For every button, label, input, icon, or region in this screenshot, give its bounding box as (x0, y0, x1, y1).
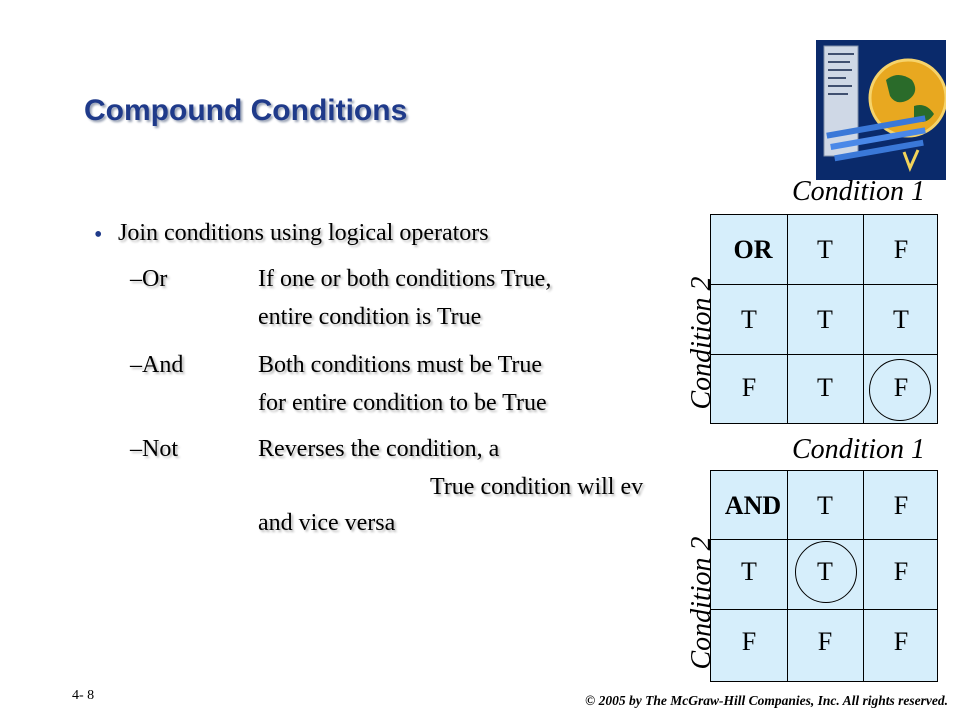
or-table-cell-tf: T (893, 305, 909, 334)
page-title: Compound Conditions (84, 94, 408, 127)
bullet-marker: • (94, 222, 103, 248)
and-table-cell-ft: F (817, 627, 833, 656)
and-table-header: AND (724, 491, 782, 520)
or-table-top-label: Condition 1 (792, 176, 926, 207)
operator-not-label: –Not (130, 436, 178, 462)
operator-not-desc-2: and vice versa (258, 510, 396, 536)
or-table-row-false: F (741, 373, 757, 402)
vb-net-globe-graphic (816, 40, 946, 180)
operator-or-desc-2: entire condition is True (258, 304, 482, 330)
copyright-notice: © 2005 by The McGraw-Hill Companies, Inc… (585, 693, 948, 708)
operator-or-desc-1: If one or both conditions True, (258, 266, 552, 292)
or-table-col-true: T (817, 235, 833, 264)
operator-and-desc-1: Both conditions must be True (258, 352, 543, 378)
and-table-top-label: Condition 1 (792, 434, 926, 465)
operator-not-desc-1: Reverses the condition, a (258, 436, 500, 462)
bullet-text: Join conditions using logical operators (118, 220, 489, 246)
or-table-cell-ft: T (817, 373, 833, 402)
and-table-col-true: T (817, 491, 833, 520)
or-table-row-true: T (741, 305, 757, 334)
or-table-col-false: F (893, 235, 909, 264)
operator-and-desc-2: for entire condition to be True (258, 390, 547, 416)
operator-or-label: –Or (130, 266, 168, 292)
or-table-header: OR (733, 235, 773, 264)
and-truth-table: AND T F T T F F F F (710, 470, 938, 682)
and-table-cell-tf: F (893, 557, 909, 586)
and-table-row-true: T (741, 557, 757, 586)
and-table-row-false: F (741, 627, 757, 656)
and-table-col-false: F (893, 491, 909, 520)
and-table-cell-ff: F (893, 627, 909, 656)
slide-number: 4- 8 (72, 688, 95, 703)
operator-not-desc-1b: True condition will ev (430, 474, 644, 500)
operator-and-label: –And (130, 352, 184, 378)
or-truth-table: OR T F T T T F T F (710, 214, 938, 424)
and-result-circle (795, 541, 857, 603)
or-table-cell-tt: T (817, 305, 833, 334)
or-result-circle (869, 359, 931, 421)
